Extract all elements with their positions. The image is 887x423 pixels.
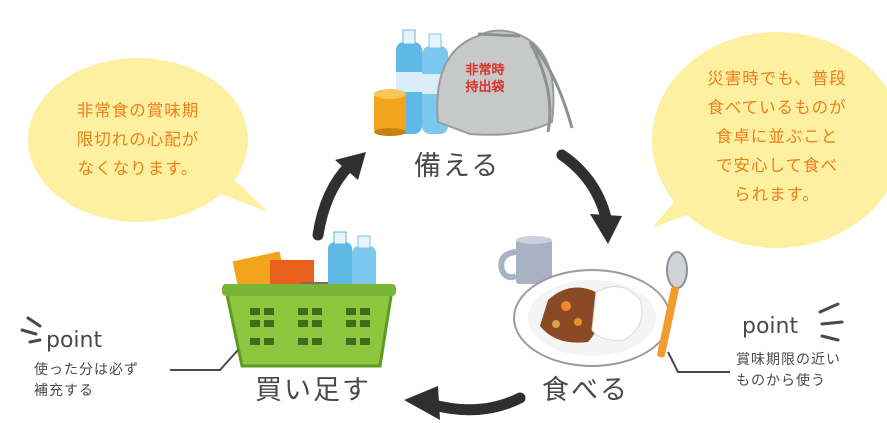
right-point-sparkle-icon [818, 302, 844, 342]
step-restock-label: 買い足す [255, 375, 371, 406]
bubble-line: られます。 [734, 185, 820, 204]
left-speech-bubble [28, 58, 268, 222]
bubble-line: で安心して食べ [715, 156, 838, 175]
emergency-bag-icon [436, 29, 574, 136]
right-point-text: 賞味期限の近い ものから使う [736, 350, 841, 392]
bubble-line: 限切れの心配が [76, 130, 200, 149]
canned-food-icon [374, 89, 406, 136]
cup-icon [498, 236, 552, 284]
right-point-leader-line [667, 351, 730, 373]
spoon-icon [657, 251, 688, 358]
bubble-line: なくなります。 [77, 159, 199, 178]
point-line: 使った分は必ず [34, 362, 139, 378]
left-point-sparkle-icon [20, 316, 42, 344]
left-bubble-text: 非常食の賞味期 限切れの心配が なくなります。 [40, 96, 236, 183]
step-prepare-label: 備える [414, 151, 501, 182]
left-point-text: 使った分は必ず 補充する [34, 360, 139, 402]
left-point-word: point [46, 328, 103, 353]
bubble-line: 非常食の賞味期 [76, 101, 200, 120]
step-eat-label: 食べる [542, 375, 629, 406]
arrow-restock-to-prepare [312, 152, 366, 241]
bag-label-line: 持出袋 [465, 80, 505, 95]
right-speech-bubble [652, 32, 887, 248]
bubble-line: 食べているものが [707, 98, 847, 117]
arrow-eat-to-restock [404, 386, 526, 420]
point-line: 補充する [34, 383, 94, 399]
curry-plate-icon [513, 269, 671, 367]
bag-label-line: 非常時 [465, 63, 505, 78]
point-line: 賞味期限の近い [736, 352, 841, 368]
bag-label: 非常時 持出袋 [458, 62, 512, 96]
bubble-line: 食卓に並ぶこと [715, 127, 839, 146]
right-point-word: point [742, 314, 799, 339]
point-line: ものから使う [736, 373, 826, 389]
left-point-leader-line [170, 349, 239, 371]
right-bubble-text: 災害時でも、普段 食べているものが 食卓に並ぶこと で安心して食べ られます。 [668, 64, 886, 209]
arrow-prepare-to-eat [556, 149, 622, 244]
basket-icon [222, 231, 396, 368]
bubble-line: 災害時でも、普段 [707, 69, 847, 88]
